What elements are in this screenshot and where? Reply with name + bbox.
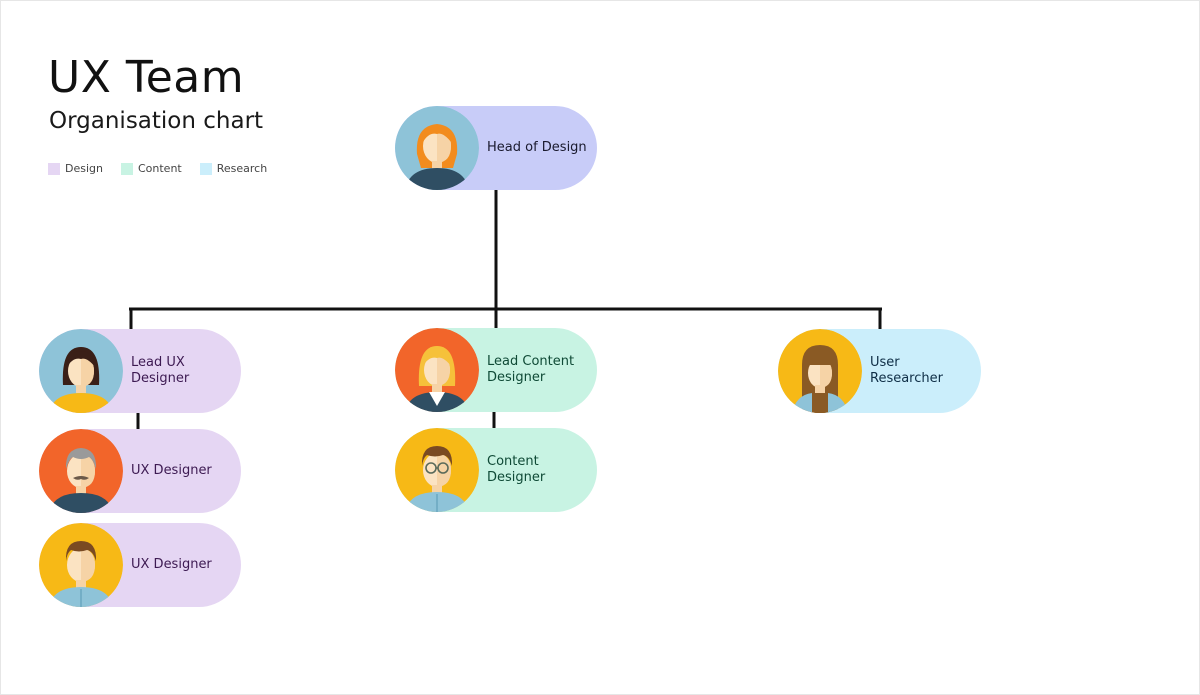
page-title: UX Team	[48, 52, 245, 103]
node-title: UX Designer	[131, 557, 212, 572]
node-lead-ux-designer[interactable]: Lead UX Designer	[39, 329, 241, 413]
man-brown-hair-icon	[39, 523, 123, 607]
woman-blonde-hair-icon	[395, 328, 479, 412]
node-content-designer[interactable]: Content Designer	[395, 428, 597, 512]
page-subtitle: Organisation chart	[49, 108, 264, 134]
man-glasses-icon	[395, 428, 479, 512]
node-title: User Researcher	[870, 355, 943, 386]
node-title: Lead UX Designer	[131, 355, 190, 386]
legend-swatch-content	[120, 162, 133, 175]
woman-dark-hair-icon	[39, 329, 123, 413]
man-grey-hair-moustache-icon	[39, 429, 123, 513]
legend-swatch-design	[48, 162, 60, 175]
node-lead-content-designer[interactable]: Lead Content Designer	[395, 328, 597, 412]
node-user-researcher[interactable]: User Researcher	[778, 329, 981, 413]
legend: Design Content Research	[48, 162, 285, 175]
legend-item-research: Research	[199, 162, 268, 175]
legend-label-content: Content	[137, 162, 182, 175]
woman-orange-hair-icon	[395, 106, 479, 190]
woman-long-hair-icon	[778, 329, 862, 413]
node-ux-designer-1[interactable]: UX Designer	[39, 429, 241, 513]
node-head-of-design[interactable]: Head of Design	[395, 106, 597, 190]
node-title: Content Designer	[487, 454, 546, 485]
legend-label-research: Research	[216, 162, 268, 175]
legend-label-design: Design	[65, 162, 103, 175]
node-title: Head of Design	[487, 140, 587, 155]
legend-item-content: Content	[120, 162, 182, 175]
node-title: Lead Content Designer	[487, 354, 575, 385]
node-ux-designer-2[interactable]: UX Designer	[39, 523, 241, 607]
legend-swatch-research	[199, 162, 212, 175]
legend-item-design: Design	[48, 162, 103, 175]
node-title: UX Designer	[131, 463, 212, 478]
